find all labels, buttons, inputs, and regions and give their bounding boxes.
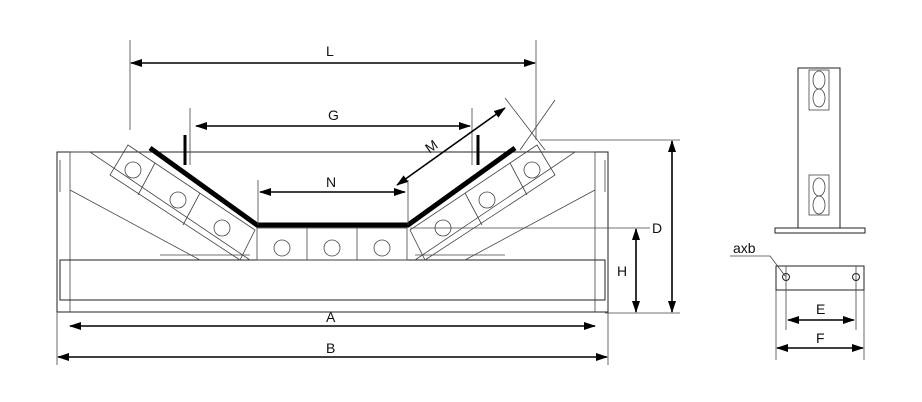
label-A: A [326, 309, 336, 325]
label-D: D [652, 220, 662, 236]
label-F: F [816, 330, 825, 346]
label-axb: axb [733, 240, 756, 256]
frame-outline [56, 151, 609, 313]
label-M: M [422, 136, 441, 156]
conveyor-belt [148, 145, 517, 228]
base-beam [59, 259, 606, 301]
label-N: N [326, 174, 336, 190]
label-E: E [816, 301, 825, 317]
roller-right-wing [409, 144, 556, 261]
label-H: H [617, 263, 627, 279]
roller-left-wing [109, 144, 256, 261]
dimensions [56, 40, 680, 365]
roller-center [256, 227, 408, 261]
plan-view [730, 255, 865, 360]
label-G: G [328, 107, 339, 123]
front-view [56, 108, 609, 313]
bolt-hole-icon [852, 273, 860, 281]
label-L: L [326, 43, 334, 59]
bolt-hole-icon [782, 273, 790, 281]
side-view [774, 67, 866, 234]
label-B: B [326, 340, 335, 356]
dim-M [396, 107, 506, 186]
